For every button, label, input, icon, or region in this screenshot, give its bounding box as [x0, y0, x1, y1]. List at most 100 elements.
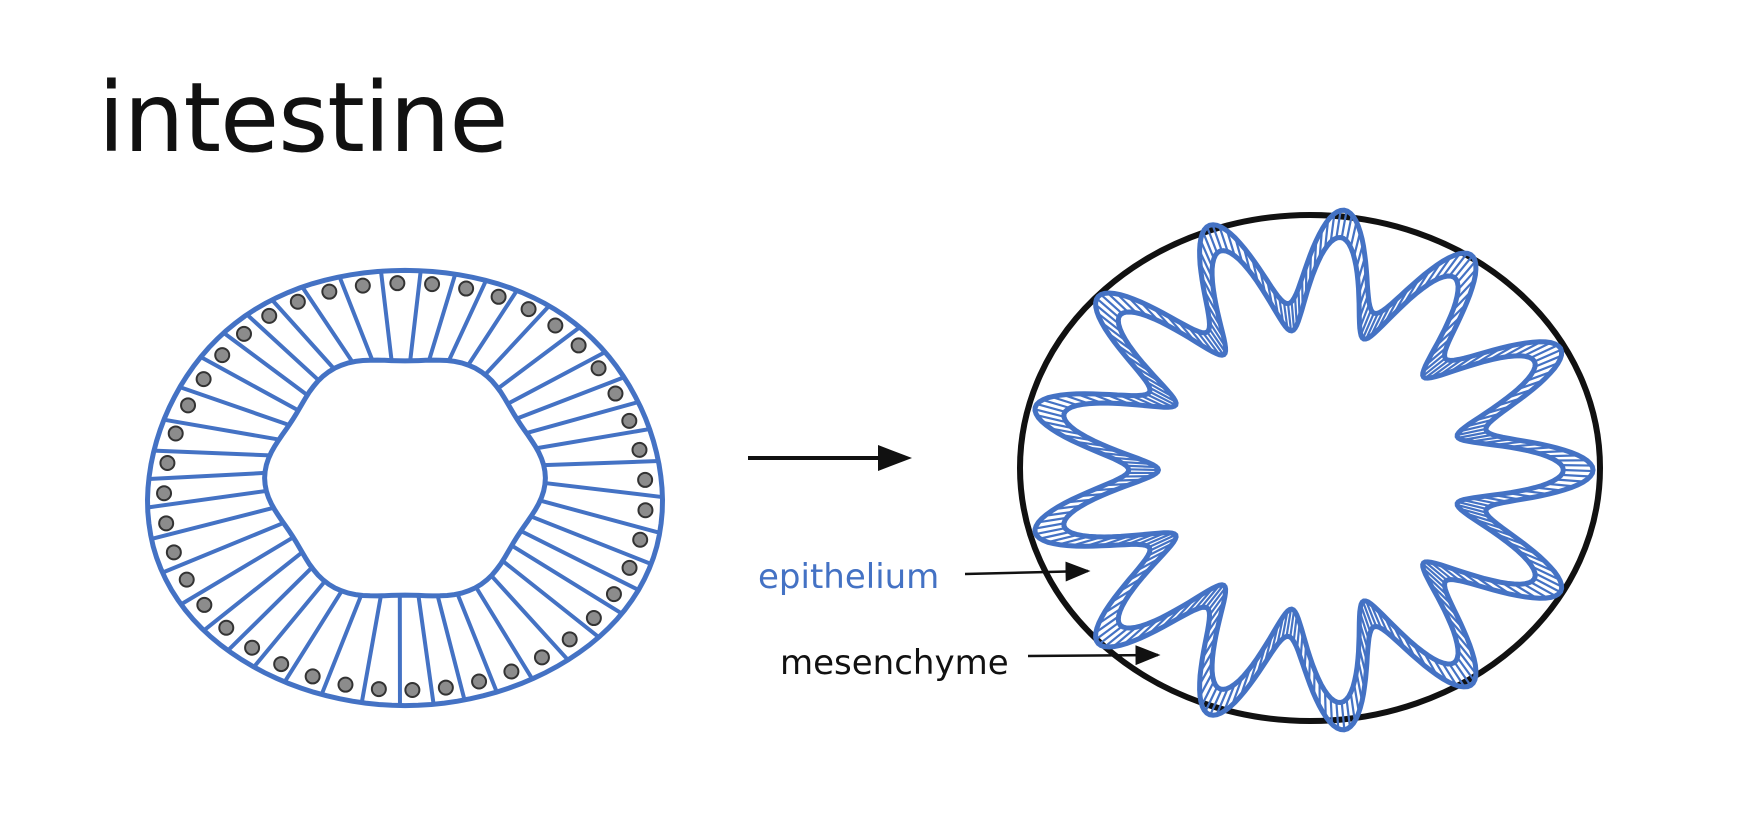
epithelial-cell	[1149, 537, 1177, 552]
cell-boundary	[474, 585, 535, 681]
nucleus	[178, 571, 195, 588]
villi-inner-boundary	[1061, 234, 1566, 706]
nucleus	[195, 371, 212, 388]
epithelial-cell	[1453, 255, 1474, 279]
cell-boundary	[514, 375, 627, 421]
epithelial-cell	[1422, 563, 1446, 584]
epithelial-cell	[1107, 292, 1129, 313]
cell-boundary	[446, 278, 489, 363]
epithelial-cell	[1095, 615, 1120, 634]
nucleus	[490, 288, 507, 305]
epithelial-cell	[1531, 362, 1559, 375]
epithelial-cell	[1533, 577, 1561, 594]
cell-boundary	[300, 285, 355, 364]
epithelial-cell	[1207, 587, 1227, 611]
nucleus	[159, 455, 176, 472]
epithelial-cell	[1340, 210, 1348, 238]
cell-boundary	[198, 355, 301, 413]
nucleus	[621, 412, 638, 429]
epithelial-cell	[1555, 478, 1585, 483]
nucleus	[605, 586, 622, 603]
lumen-boundary	[262, 357, 548, 599]
epithelium-pointer	[964, 561, 1091, 582]
epithelial-cell	[1441, 252, 1461, 278]
nucleus	[235, 325, 252, 342]
epithelial-cell	[1042, 398, 1071, 410]
epithelial-cell	[1457, 268, 1477, 291]
epithelial-cell	[1534, 354, 1562, 368]
epithelial-cell	[1211, 224, 1223, 251]
nucleus	[304, 668, 321, 685]
epithelial-cell	[1039, 530, 1071, 540]
epithelial-cell	[1457, 649, 1477, 675]
nucleus	[165, 544, 182, 561]
cell-boundary	[221, 330, 310, 398]
epithelial-cell	[1345, 214, 1353, 242]
epithelial-cell	[1094, 303, 1120, 325]
epithelial-cell	[1453, 661, 1472, 687]
cell-boundary	[270, 297, 336, 371]
nucleus	[585, 610, 602, 627]
epithelial-cell	[1035, 527, 1066, 536]
cell-boundary	[251, 579, 327, 669]
epithelial-cell	[1448, 252, 1468, 277]
cell-boundary	[524, 400, 641, 436]
nucleus	[214, 347, 231, 364]
cell-boundary	[489, 573, 570, 662]
nucleus	[503, 663, 520, 680]
epithelial-cell	[1329, 698, 1334, 725]
nucleus	[261, 307, 278, 324]
nucleus	[590, 360, 607, 377]
epithelial-cell	[1208, 327, 1227, 353]
nucleus	[321, 283, 338, 300]
cell-boundary	[160, 520, 286, 575]
villi-outer-boundary	[1032, 207, 1596, 733]
epithelial-cell	[1096, 297, 1120, 319]
epithelial-cell	[1456, 260, 1477, 284]
cell-boundary	[528, 514, 654, 566]
cell-boundary	[146, 470, 267, 481]
mature-intestine-cross-section	[1017, 207, 1603, 733]
cell-boundary	[427, 272, 458, 363]
epithelial-cell	[1340, 702, 1346, 730]
nucleus	[337, 676, 354, 693]
cell-boundary	[538, 498, 662, 535]
nucleus	[631, 441, 648, 458]
cell-boundary	[543, 481, 665, 500]
epithelial-cell	[1289, 610, 1296, 638]
nucleus	[637, 471, 654, 488]
epithelial-cell	[1036, 403, 1066, 413]
epithelial-cell	[1441, 662, 1458, 687]
epithelial-cell	[1201, 231, 1215, 260]
nucleus	[289, 293, 306, 310]
cell-boundary	[435, 593, 467, 702]
cell-boundary	[145, 488, 269, 510]
epithelial-cell	[1095, 621, 1120, 641]
epithelial-cell	[1096, 311, 1122, 333]
cell-boundary	[483, 303, 552, 377]
epithelial-cell	[1531, 565, 1561, 581]
epithelial-cell	[1424, 561, 1448, 582]
nucleus	[533, 649, 550, 666]
cell-boundary	[337, 274, 375, 363]
nucleus	[471, 673, 488, 690]
epithelial-cell	[1218, 225, 1229, 252]
cell-boundary	[416, 593, 436, 707]
outer-epithelium-boundary	[144, 267, 666, 709]
nucleus	[273, 656, 290, 673]
epithelial-cell	[1036, 414, 1067, 424]
epithelial-cell	[1098, 625, 1123, 646]
nucleus	[354, 277, 371, 294]
nucleus	[389, 275, 406, 292]
early-intestine-cross-section	[144, 267, 666, 709]
nucleus	[621, 559, 638, 576]
epithelial-cell	[1290, 301, 1296, 330]
epithelial-cell	[1561, 473, 1591, 478]
cell-nuclei	[156, 275, 654, 699]
nucleus	[632, 531, 649, 548]
cell-boundary	[282, 588, 344, 684]
cell-boundary	[225, 565, 314, 653]
epithelial-cell	[1148, 386, 1177, 403]
epithelial-cell	[1530, 581, 1556, 597]
cell-boundary	[245, 312, 321, 383]
